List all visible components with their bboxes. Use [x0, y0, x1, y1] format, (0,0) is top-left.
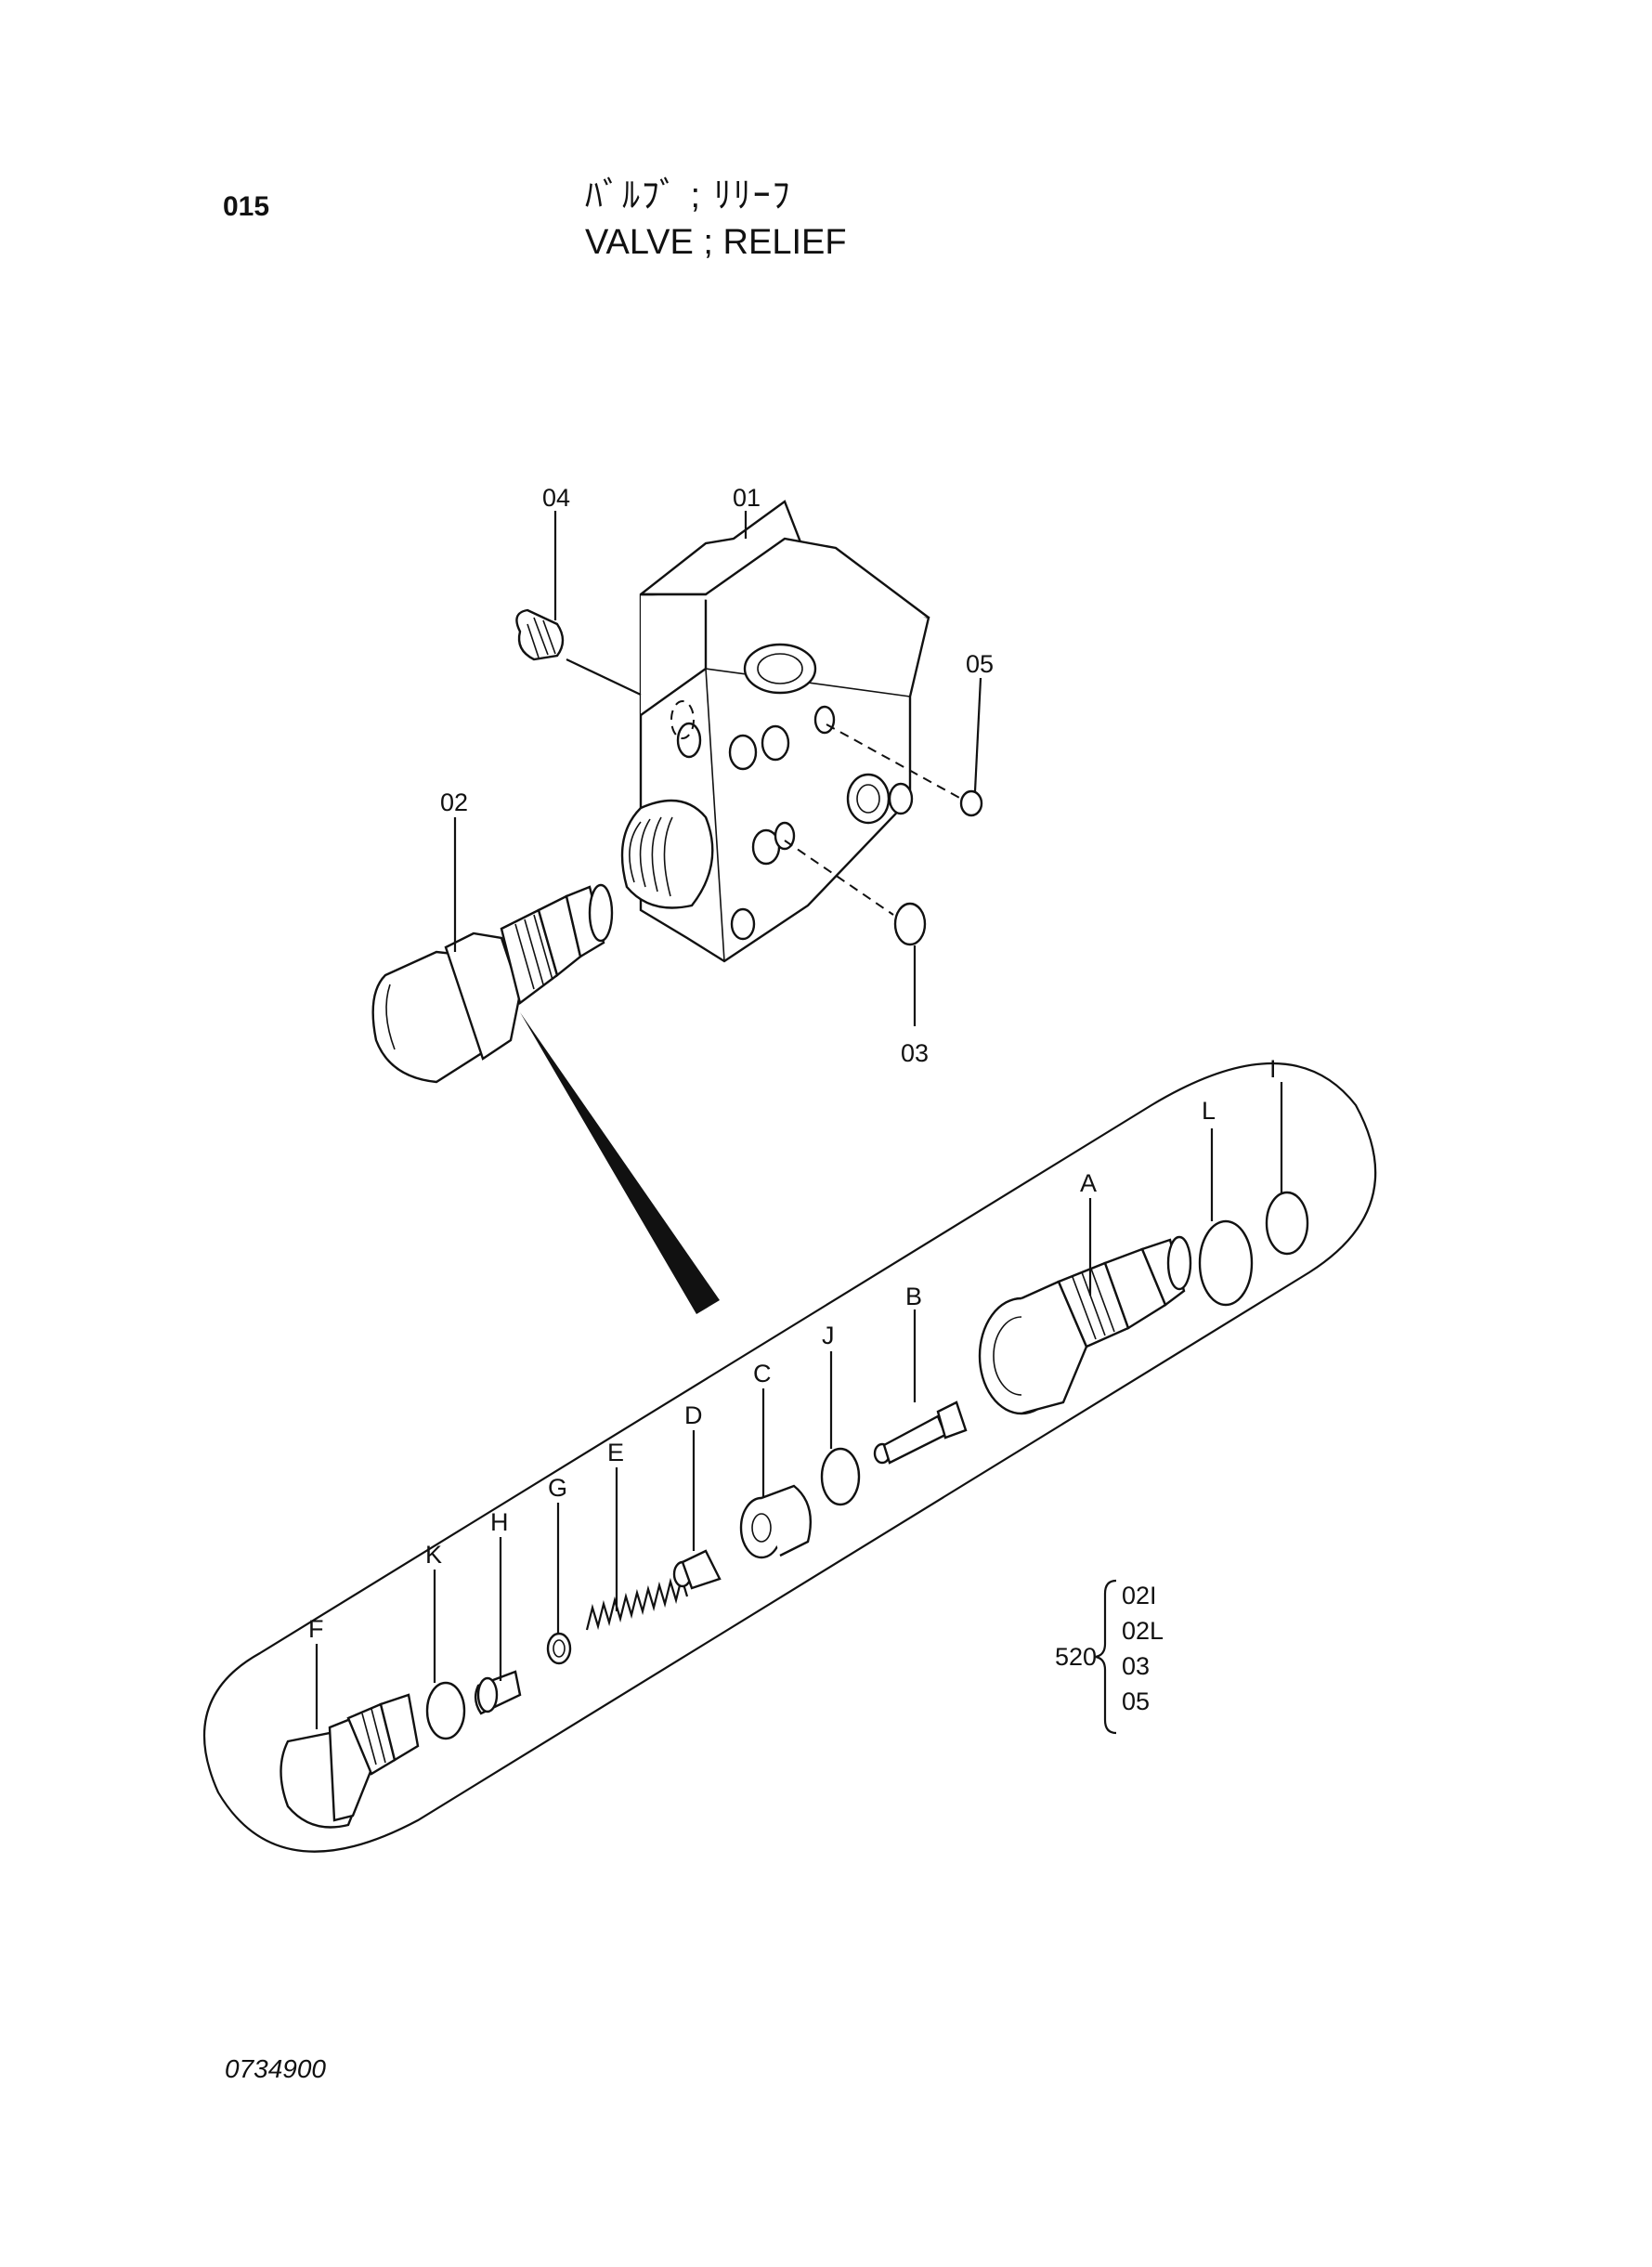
part-H-pin[interactable]	[474, 1670, 522, 1715]
part-B-piston[interactable]	[873, 1401, 968, 1465]
callout-02: 02	[440, 788, 468, 816]
callout-G: G	[548, 1474, 567, 1502]
part-C-seat[interactable]	[739, 1484, 812, 1559]
kit-number: 520	[1055, 1643, 1097, 1671]
part-F-plug[interactable]	[280, 1693, 420, 1829]
part-I-o-ring[interactable]	[1265, 1191, 1309, 1256]
callout-L: L	[1202, 1097, 1216, 1125]
callout-I: I	[1269, 1055, 1277, 1083]
part-K-o-ring[interactable]	[425, 1681, 466, 1740]
callout-04: 04	[542, 484, 570, 512]
title-japanese: ﾊﾞﾙﾌﾞ ; ﾘﾘｰﾌ	[585, 176, 792, 215]
part-L-o-ring[interactable]	[1198, 1219, 1254, 1307]
page-number: 015	[223, 191, 270, 222]
part-G-washer[interactable]	[546, 1632, 572, 1665]
callout-B: B	[905, 1283, 922, 1310]
o-ring-03[interactable]	[784, 840, 927, 946]
callout-C: C	[753, 1360, 772, 1388]
part-D-poppet[interactable]	[672, 1549, 722, 1590]
kit-item-4: 05	[1122, 1687, 1150, 1715]
part-A-sleeve[interactable]	[978, 1235, 1192, 1415]
title-english: VALVE ; RELIEF	[585, 223, 847, 262]
callout-01: 01	[733, 484, 761, 512]
leader-lines	[315, 511, 1283, 1729]
callout-03: 03	[901, 1039, 929, 1067]
relief-valve-assembly-02[interactable]	[371, 883, 614, 1084]
o-ring-05[interactable]	[826, 723, 983, 817]
kit-item-3: 03	[1122, 1652, 1150, 1680]
part-E-spring[interactable]	[585, 1573, 689, 1631]
plug-04[interactable]	[515, 608, 695, 739]
kit-item-2: 02L	[1122, 1617, 1164, 1645]
detail-pointer	[520, 1012, 720, 1314]
callout-F: F	[308, 1615, 324, 1643]
kit-520-group: 520 02I 02L 03 05	[1055, 1579, 1164, 1735]
valve-body-01[interactable]	[620, 500, 930, 963]
callout-K: K	[425, 1541, 442, 1569]
title-block: ﾊﾞﾙﾌﾞ ; ﾘﾘｰﾌ VALVE ; RELIEF	[585, 173, 994, 266]
callout-E: E	[607, 1439, 624, 1466]
drawing-number: 0734900	[225, 2054, 327, 2083]
callout-H: H	[490, 1508, 509, 1536]
kit-item-1: 02I	[1122, 1582, 1157, 1609]
detail-outline	[202, 1062, 1377, 1853]
callout-05: 05	[966, 650, 994, 678]
callout-J: J	[822, 1322, 835, 1349]
part-J-o-ring[interactable]	[820, 1447, 861, 1506]
callout-A: A	[1080, 1169, 1097, 1197]
callout-D: D	[684, 1401, 703, 1429]
